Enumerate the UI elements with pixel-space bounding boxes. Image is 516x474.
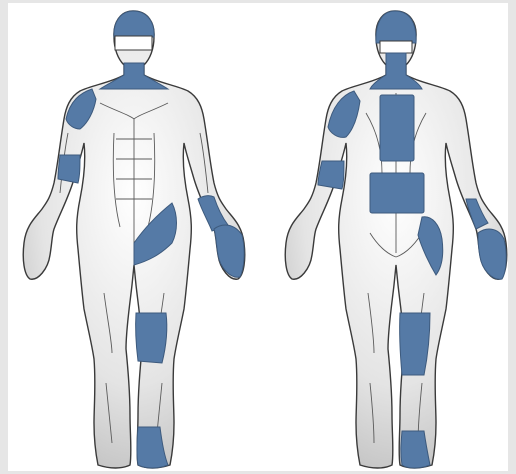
- front-neck-zone: [100, 63, 168, 89]
- back-right-hand-zone: [478, 229, 506, 279]
- back-left-calf-zone: [400, 313, 430, 375]
- back-figure: [285, 11, 507, 468]
- back-collar-band: [380, 41, 412, 53]
- back-upper-back-zone: [380, 95, 414, 161]
- front-face-band: [115, 36, 152, 50]
- front-left-hand-zone: [214, 225, 244, 277]
- front-head-zone: [114, 11, 154, 37]
- back-left-elbow-zone: [318, 161, 344, 189]
- front-left-knee-zone: [136, 313, 167, 363]
- diagram-frame: [8, 3, 508, 471]
- front-right-elbow-zone: [58, 155, 80, 183]
- back-lower-back-zone: [370, 173, 424, 213]
- front-figure: [23, 11, 245, 468]
- back-neck-zone: [370, 53, 422, 89]
- body-diagram-canvas: [8, 3, 508, 471]
